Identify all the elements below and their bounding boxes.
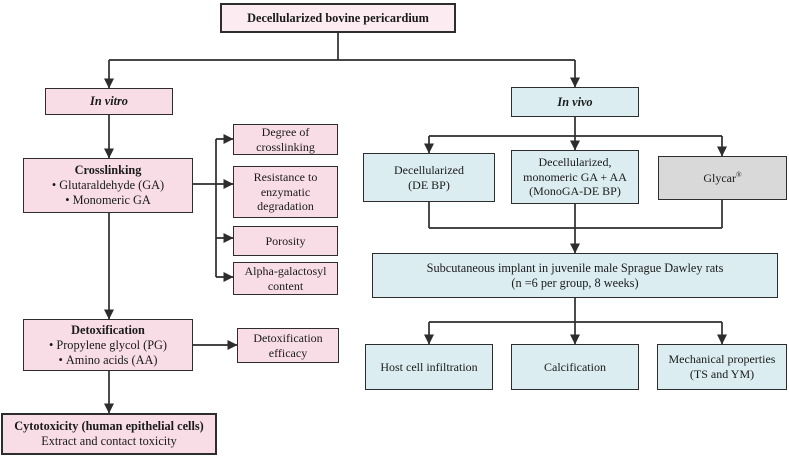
implant-line: Subcutaneous implant in juvenile male Sp…: [426, 260, 724, 275]
resistance-label: Resistance to enzymatic degradation: [253, 170, 318, 214]
crosslinking-bullet: Glutaraldehyde (GA): [52, 178, 164, 193]
node-alpha-galactosyl: Alpha-galactosyl content: [233, 262, 338, 295]
detoxification-bullet: Amino acids (AA): [59, 353, 158, 368]
registered-trademark-symbol: ®: [736, 169, 742, 179]
node-glycar: Glycar®: [658, 156, 787, 200]
node-de-bp: Decellularized (DE BP): [363, 153, 495, 202]
node-enzymatic-resistance: Resistance to enzymatic degradation: [233, 166, 338, 218]
cytotoxicity-subtitle: Extract and contact toxicity: [41, 434, 177, 448]
node-root: Decellularized bovine pericardium: [220, 3, 456, 33]
degree-label: Degree of crosslinking: [256, 124, 315, 154]
detox-efficacy-label: Detoxification efficacy: [253, 330, 323, 360]
glycar-label: Glycar®: [703, 169, 742, 185]
de-bp-line: (DE BP): [408, 177, 450, 192]
crosslinking-bullet: Monomeric GA: [65, 193, 151, 208]
mechanical-line: Mechanical properties: [668, 352, 776, 367]
monoga-line: Decellularized,: [538, 155, 612, 170]
host-cell-label: Host cell infiltration: [380, 359, 478, 374]
node-in-vitro: In vitro: [45, 88, 173, 115]
node-detox-efficacy: Detoxification efficacy: [237, 328, 339, 363]
node-mechanical-properties: Mechanical properties (TS and YM): [657, 344, 787, 390]
detoxification-bullet: Propylene glycol (PG): [49, 338, 167, 353]
de-bp-line: Decellularized: [394, 162, 464, 177]
mechanical-line: (TS and YM): [689, 367, 755, 381]
root-label: Decellularized bovine pericardium: [247, 10, 429, 25]
porosity-label: Porosity: [265, 233, 306, 248]
in-vitro-label: In vitro: [90, 94, 128, 108]
node-host-cell-infiltration: Host cell infiltration: [365, 344, 493, 390]
alpha-galactosyl-label: Alpha-galactosyl content: [244, 263, 327, 293]
node-calcification: Calcification: [511, 344, 639, 390]
cytotoxicity-title: Cytotoxicity (human epithelial cells): [14, 419, 204, 433]
implant-line: (n =6 per group, 8 weeks): [511, 275, 639, 290]
node-cytotoxicity: Cytotoxicity (human epithelial cells) Ex…: [1, 413, 217, 455]
monoga-line: monomeric GA + AA: [523, 169, 627, 184]
in-vivo-label: In vivo: [557, 94, 593, 109]
node-monoga-de-bp: Decellularized, monomeric GA + AA (MonoG…: [511, 150, 639, 204]
node-detoxification: Detoxification Propylene glycol (PG) Ami…: [23, 319, 193, 371]
node-implant: Subcutaneous implant in juvenile male Sp…: [372, 253, 778, 298]
node-in-vivo: In vivo: [511, 87, 639, 117]
monoga-line: (MonoGA-DE BP): [529, 184, 621, 199]
node-degree-of-crosslinking: Degree of crosslinking: [233, 124, 338, 155]
node-crosslinking: Crosslinking Glutaraldehyde (GA) Monomer…: [23, 158, 193, 213]
calcification-label: Calcification: [544, 359, 606, 374]
node-porosity: Porosity: [233, 226, 338, 256]
crosslinking-title: Crosslinking: [74, 163, 142, 177]
detoxification-title: Detoxification: [71, 322, 145, 337]
